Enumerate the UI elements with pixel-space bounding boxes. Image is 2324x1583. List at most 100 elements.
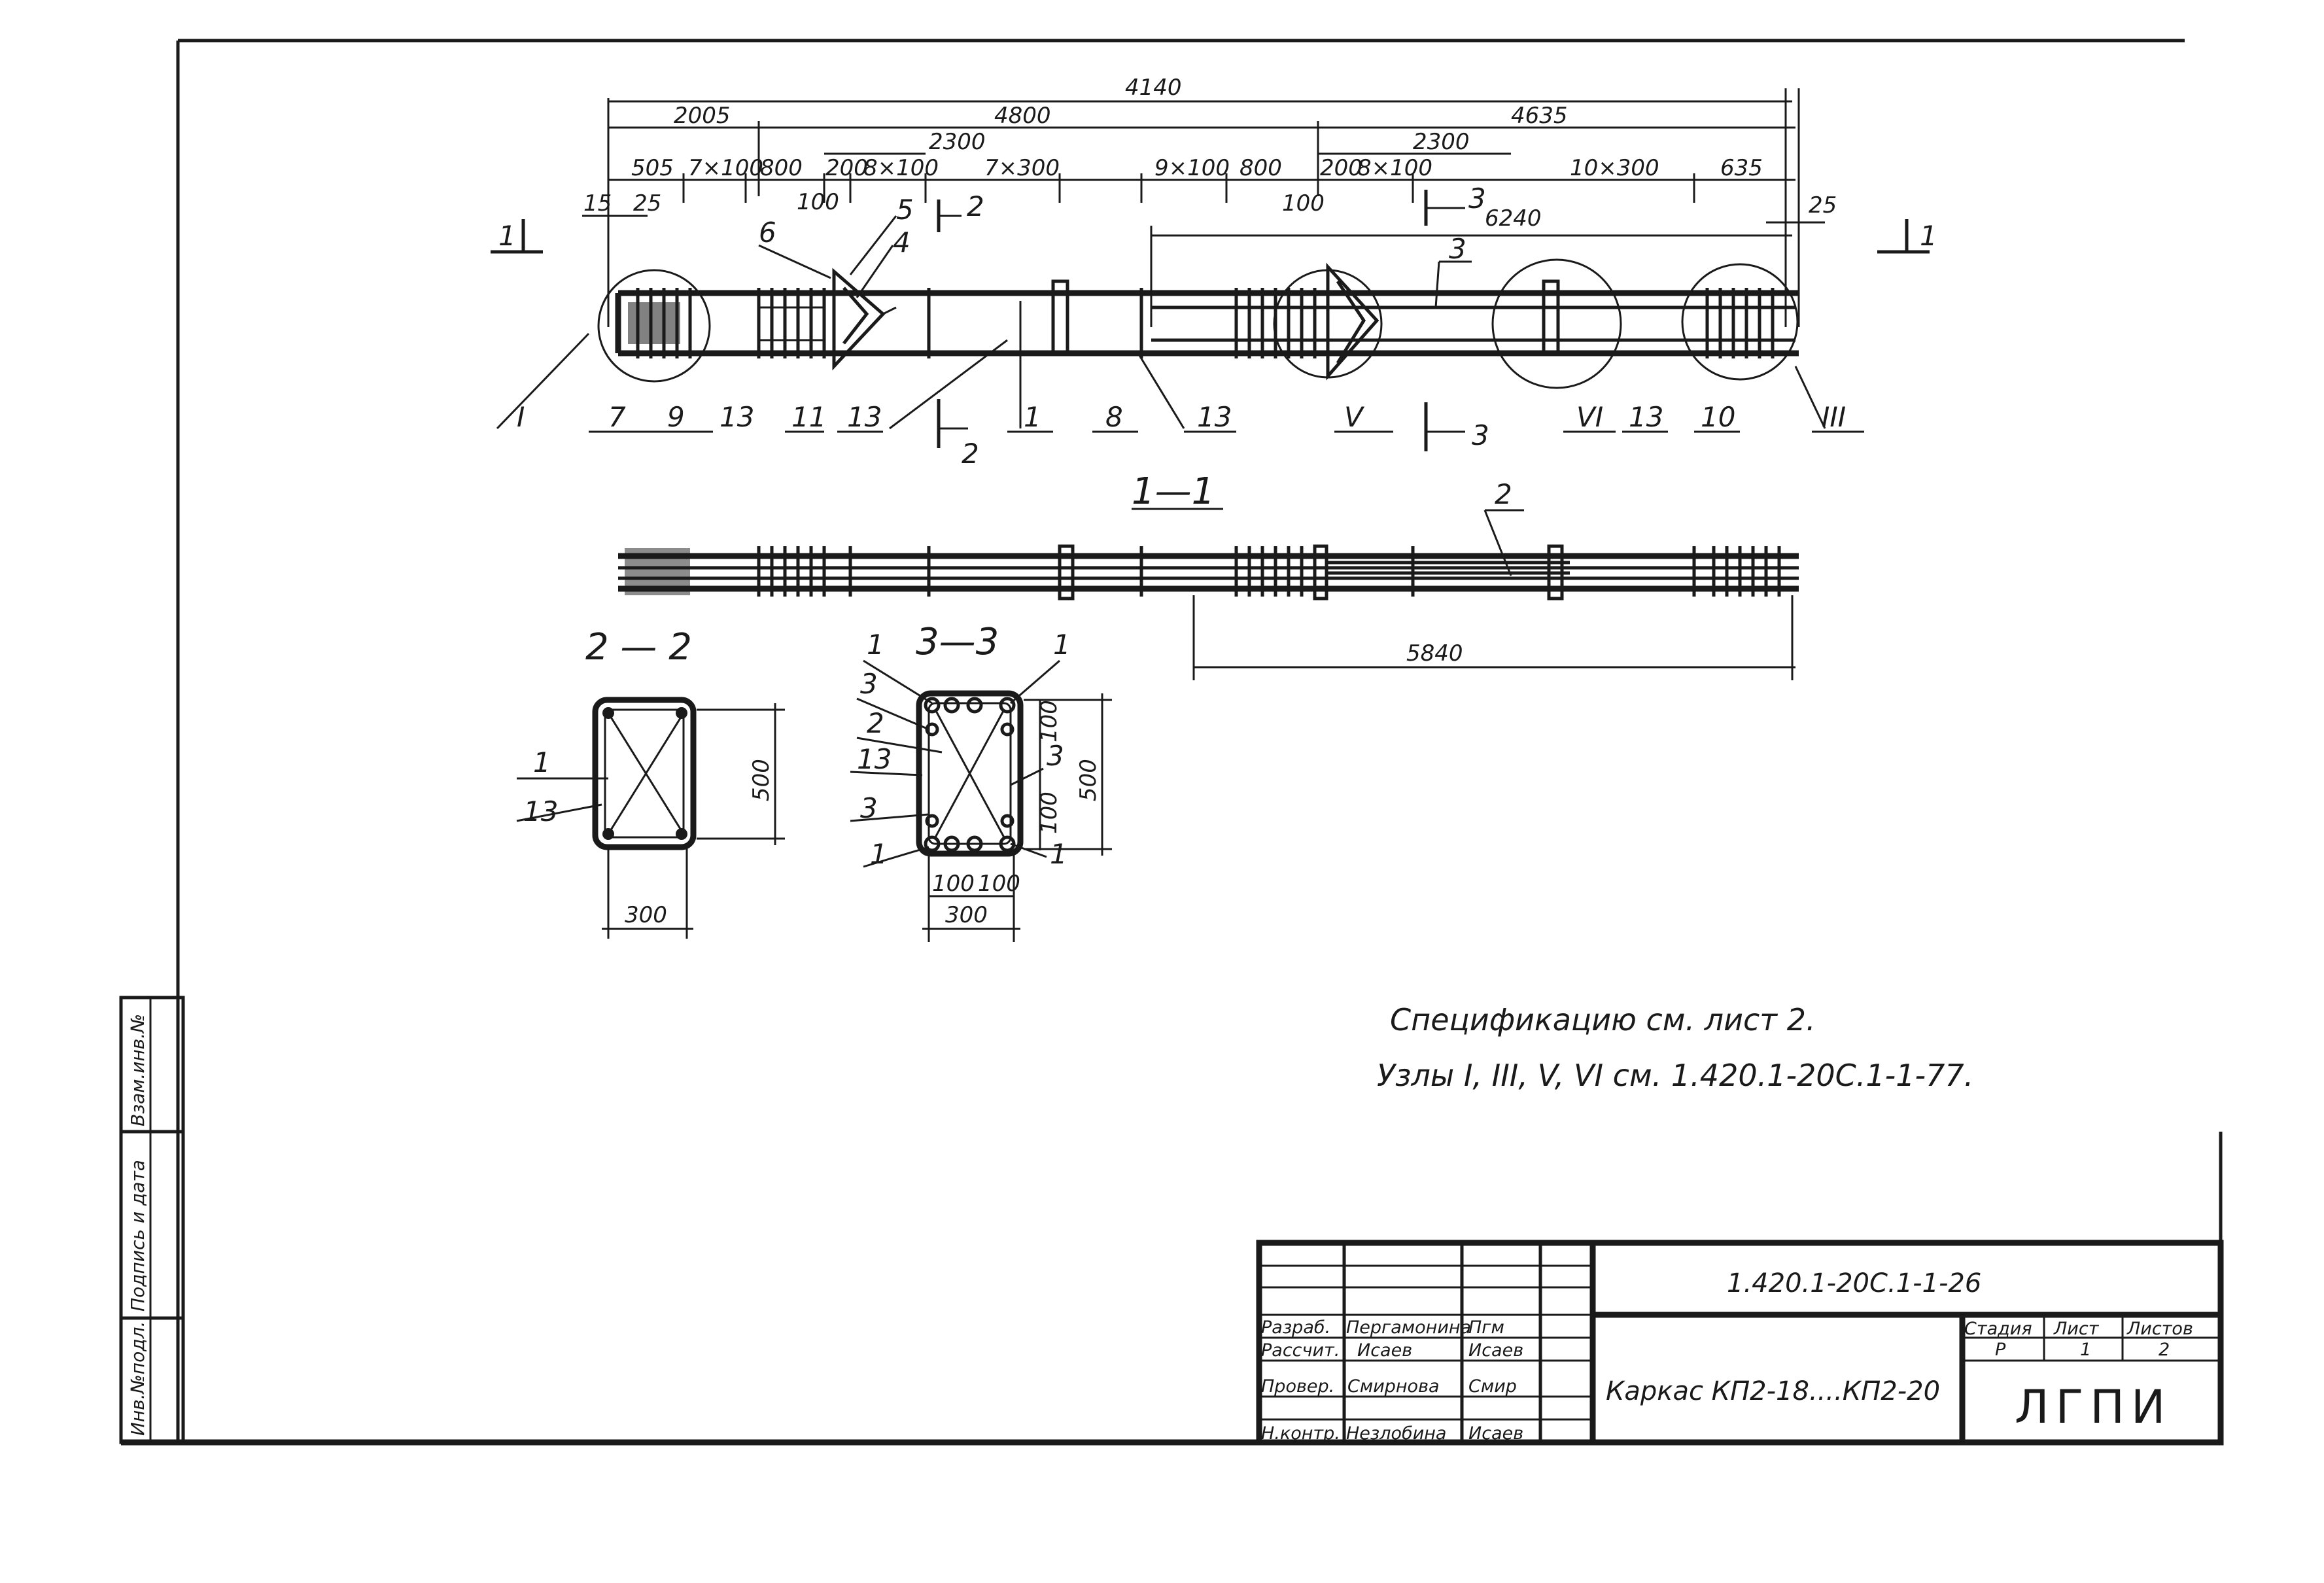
dim-2005: 2005 xyxy=(674,103,731,129)
section-mark-3-top: 3 xyxy=(1424,183,1486,226)
dim-7x300: 7×300 xyxy=(984,155,1060,181)
section-title-3-3: 3—3 xyxy=(916,621,999,663)
svg-text:1: 1 xyxy=(1024,401,1041,433)
svg-text:7: 7 xyxy=(608,401,626,433)
svg-text:2: 2 xyxy=(867,707,884,739)
note-nodes: Узлы I, III, V, VI см. 1.420.1-20С.1-1-7… xyxy=(1377,1058,1973,1093)
role-developer: Разраб. xyxy=(1261,1317,1330,1338)
dim-200-right: 200 xyxy=(1320,155,1362,181)
dim-2300-right: 2300 xyxy=(1413,129,1470,155)
dim-overall: 4140 xyxy=(1125,75,1182,101)
dim-2300-left: 2300 xyxy=(929,129,986,155)
section-title-2-2: 2 — 2 xyxy=(585,626,692,669)
role-norm-control: Н.контр. xyxy=(1261,1423,1340,1444)
sheet-value: 1 xyxy=(2080,1340,2091,1360)
dim-10x300: 10×300 xyxy=(1570,155,1659,181)
signature-checker: Смир xyxy=(1468,1376,1517,1397)
dim-3-3-height: 500 xyxy=(1075,759,1101,801)
section-1-1: 1—1 xyxy=(618,470,1799,680)
node-V-circle xyxy=(1273,269,1383,379)
note-specification: Спецификацию см. лист 2. xyxy=(1390,1002,1816,1037)
side-stamp-inv-orig: Инв.№подл. xyxy=(127,1321,148,1436)
name-calculator: Исаев xyxy=(1357,1340,1412,1361)
svg-text:I: I xyxy=(517,401,525,433)
section-title-1-1: 1—1 xyxy=(1132,470,1215,513)
svg-text:III: III xyxy=(1822,401,1846,433)
dim-3-3-100d: 100 xyxy=(978,871,1020,897)
svg-text:13: 13 xyxy=(847,401,882,433)
svg-text:2: 2 xyxy=(1495,478,1512,510)
svg-text:4: 4 xyxy=(893,226,911,258)
section-mark-1-left: 1 xyxy=(491,219,543,254)
svg-text:VI: VI xyxy=(1576,401,1603,433)
signature-developer: Пгм xyxy=(1468,1317,1504,1338)
svg-text:5: 5 xyxy=(896,194,914,226)
dim-4800: 4800 xyxy=(994,103,1051,129)
svg-text:3: 3 xyxy=(1449,233,1466,265)
svg-text:9: 9 xyxy=(667,401,685,433)
node-III-circle xyxy=(1681,263,1799,381)
svg-text:1: 1 xyxy=(1920,220,1937,252)
dim-800-right: 800 xyxy=(1240,155,1282,181)
signature-calculator: Исаев xyxy=(1468,1340,1523,1361)
svg-text:2: 2 xyxy=(962,438,979,470)
svg-text:1: 1 xyxy=(498,220,516,252)
title-block: 1.420.1-20С.1-1-26 Каркас КП2-18....КП2-… xyxy=(1256,1240,2224,1446)
callouts-bottom: I 7 9 13 11 13 1 8 13 V VI 13 10 III xyxy=(496,301,1864,433)
svg-text:3: 3 xyxy=(1047,740,1064,772)
dim-3-3-100b: 100 xyxy=(1036,792,1062,834)
node-VI-circle xyxy=(1491,258,1622,389)
dim-5840: 5840 xyxy=(1406,640,1463,667)
svg-text:13: 13 xyxy=(1197,401,1232,433)
svg-text:13: 13 xyxy=(1629,401,1663,433)
dim-9x100: 9×100 xyxy=(1154,155,1230,181)
section-mark-2-bottom: 2 xyxy=(937,399,979,470)
section-2-2: 2 — 2 500 300 1 13 xyxy=(516,626,785,939)
name-developer: Пергамонина xyxy=(1346,1317,1471,1338)
node-I-circle xyxy=(597,269,711,383)
section-mark-1-right: 1 xyxy=(1877,219,1937,254)
svg-text:3: 3 xyxy=(1472,419,1489,451)
dim-100-left: 100 xyxy=(797,189,839,215)
dim-200-left: 200 xyxy=(825,155,868,181)
svg-text:V: V xyxy=(1344,401,1365,433)
stirrups-right xyxy=(1705,288,1775,358)
role-checker: Провер. xyxy=(1261,1376,1334,1397)
svg-text:11: 11 xyxy=(791,401,826,433)
dim-25-left: 25 xyxy=(633,190,661,217)
dim-6240: 6240 xyxy=(1485,205,1542,232)
dim-3-3-100a: 100 xyxy=(1036,700,1062,742)
svg-text:1: 1 xyxy=(1053,629,1071,661)
svg-text:1: 1 xyxy=(867,629,884,661)
svg-text:2: 2 xyxy=(967,190,984,222)
dim-3-3-100c: 100 xyxy=(932,871,975,897)
org-name: ЛГПИ xyxy=(2015,1380,2172,1434)
side-stamp-sign-date: Подпись и дата xyxy=(127,1160,148,1312)
callouts-top: 6 5 4 3 xyxy=(758,194,1472,308)
stirrups-left2 xyxy=(757,288,826,358)
drawing-title: Каркас КП2-18....КП2-20 xyxy=(1606,1376,1940,1406)
dim-100-right: 100 xyxy=(1282,190,1325,217)
section-3-3: 3—3 500 100 100 300 100 100 1 xyxy=(850,621,1112,942)
svg-text:1: 1 xyxy=(533,746,551,778)
hdr-sheets: Листов xyxy=(2126,1319,2193,1339)
svg-text:6: 6 xyxy=(759,217,776,249)
svg-text:3: 3 xyxy=(1468,183,1486,215)
svg-text:13: 13 xyxy=(523,795,558,827)
svg-text:13: 13 xyxy=(720,401,754,433)
svg-text:3: 3 xyxy=(860,668,878,700)
stage-value: Р xyxy=(1995,1340,2006,1360)
svg-text:1: 1 xyxy=(1050,838,1067,870)
dim-8x100-right: 8×100 xyxy=(1357,155,1432,181)
dim-800-left: 800 xyxy=(760,155,803,181)
svg-text:10: 10 xyxy=(1701,401,1735,433)
dim-7x100: 7×100 xyxy=(688,155,763,181)
signature-norm-control: Исаев xyxy=(1468,1423,1523,1444)
doc-code: 1.420.1-20С.1-1-26 xyxy=(1727,1268,1981,1298)
hdr-sheet: Лист xyxy=(2053,1319,2100,1339)
dim-2-2-width: 300 xyxy=(625,902,667,928)
name-norm-control: Незлобина xyxy=(1346,1423,1446,1444)
svg-text:1: 1 xyxy=(870,838,888,870)
sheets-value: 2 xyxy=(2159,1340,2170,1360)
